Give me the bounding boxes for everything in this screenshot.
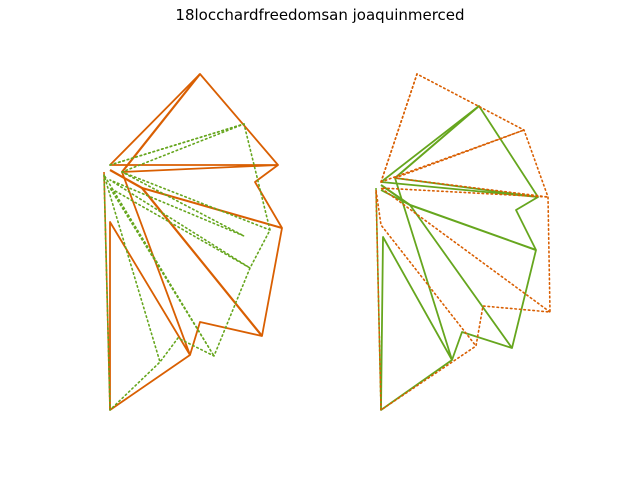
right-panel-orange-dotted-line-7	[380, 73, 418, 183]
left-panel-green-dotted-line-5	[103, 123, 271, 411]
left-panel-green-dotted-line-6	[103, 123, 251, 357]
right-panel-orange-dotted-line-5	[375, 73, 551, 411]
right-panel-green-solid-line-0	[380, 105, 539, 411]
left-panel-orange-solid-line-1	[121, 73, 201, 173]
left-panel-green-dotted-line-7	[121, 171, 271, 231]
right-panel	[375, 73, 551, 411]
left-panel-orange-solid-line-0	[109, 73, 283, 411]
chart-title: 18locchardfreedomsan joaquinmerced	[175, 6, 465, 24]
right-panel-orange-dotted-line-6	[380, 129, 551, 313]
right-panel-green-solid-line-1	[394, 105, 480, 179]
left-panel	[103, 73, 283, 411]
left-panel-orange-solid-line-3	[109, 169, 263, 337]
